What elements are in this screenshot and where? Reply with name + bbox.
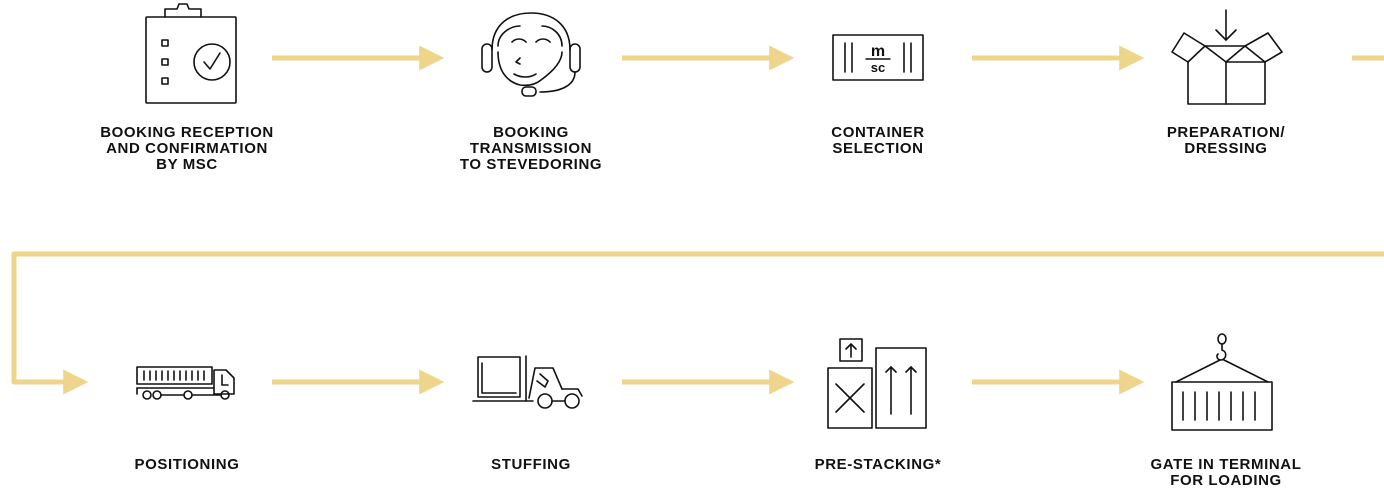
headset-operator-icon — [482, 13, 580, 96]
forklift-icon — [473, 356, 582, 408]
step-label-booking-reception: BOOKING RECEPTION AND CONFIRMATION BY MS… — [100, 124, 274, 173]
crane-hook-container-icon — [1172, 334, 1272, 430]
container-truck-icon — [137, 367, 234, 399]
step-label-booking-transmission: BOOKING TRANSMISSION TO STEVEDORING — [459, 124, 603, 173]
stacked-crates-icon — [828, 339, 926, 428]
step-label-pre-stacking: PRE-STACKING* — [814, 456, 942, 473]
step-label-gate-in-terminal: GATE IN TERMINAL FOR LOADING — [1150, 456, 1302, 489]
msc-logo-m: m — [871, 43, 885, 60]
step-label-stuffing: STUFFING — [491, 456, 571, 473]
open-box-icon — [1172, 10, 1282, 104]
msc-container-icon: m sc — [833, 35, 923, 80]
step-label-preparation-dressing: PREPARATION/ DRESSING — [1166, 124, 1286, 157]
row-connector — [11, 251, 1384, 395]
msc-logo-sc: sc — [871, 60, 885, 75]
clipboard-check-icon — [146, 4, 236, 103]
step-label-positioning: POSITIONING — [134, 456, 240, 473]
step-label-container-selection: CONTAINER SELECTION — [831, 124, 925, 157]
flow-arrows — [11, 45, 1384, 395]
